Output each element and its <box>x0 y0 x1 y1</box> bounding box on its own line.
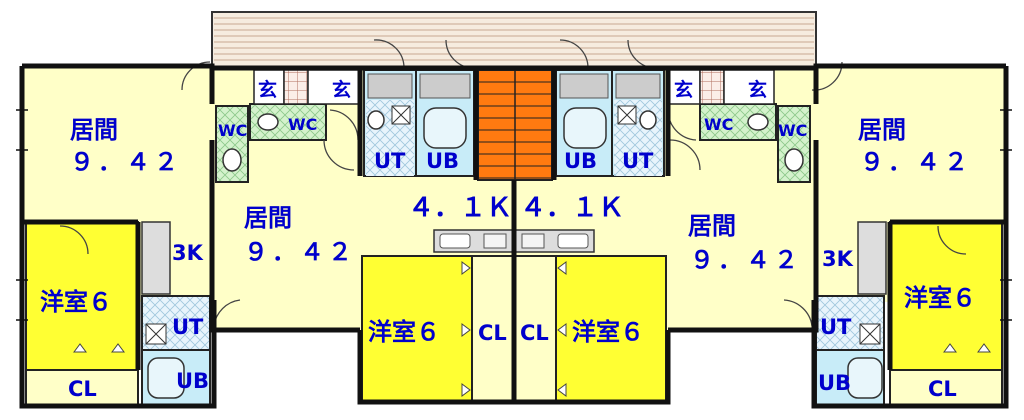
genkan-left-grid <box>283 69 309 105</box>
western-room-center-left <box>361 255 473 403</box>
label-living-size-left: ９．４２ <box>70 148 182 176</box>
label-western-right: 洋室６ <box>904 284 976 312</box>
label-kitchen-center-right: ４．１Ｋ <box>520 193 624 223</box>
label-ub-right: UB <box>818 371 851 395</box>
label-living-center-right: 居間 <box>688 212 736 240</box>
toilet-icon <box>222 110 804 172</box>
label-living-left: 居間 <box>70 116 118 144</box>
label-wc-right-b: WC <box>778 121 807 140</box>
genkan-right-grid <box>699 69 725 105</box>
label-wc-left-a: WC <box>218 121 247 140</box>
label-closet-center-right: CL <box>520 321 549 345</box>
staircase <box>477 69 553 181</box>
label-living-center-left: 居間 <box>244 204 292 232</box>
label-3k-right: 3K <box>822 247 854 271</box>
washing-machine-icon <box>145 105 881 345</box>
living-room-left <box>22 66 214 226</box>
balcony <box>211 11 817 69</box>
label-closet-center-left: CL <box>478 321 507 345</box>
closet-door-markers <box>73 261 991 397</box>
label-western-left: 洋室６ <box>40 288 112 316</box>
label-western-center-right: 洋室６ <box>572 318 644 346</box>
label-genkan-right-b: 玄 <box>748 78 767 101</box>
label-living-size-center-right: ９．４２ <box>690 246 802 274</box>
windows <box>16 109 1012 321</box>
label-living-right: 居間 <box>858 116 906 144</box>
walls <box>19 63 1009 409</box>
label-western-center-left: 洋室６ <box>368 318 440 346</box>
bathtub-icon <box>147 107 883 399</box>
kitchen-sink-right <box>857 221 887 295</box>
label-ut-center-right: UT <box>622 149 654 173</box>
label-genkan-right-a: 玄 <box>674 78 693 101</box>
label-kitchen-center-left: ４．１Ｋ <box>408 193 512 223</box>
label-3k-left: 3K <box>172 241 204 265</box>
living-room-right <box>814 66 1006 226</box>
label-ut-center-left: UT <box>374 149 406 173</box>
label-ub-left: UB <box>176 369 209 393</box>
western-room-center-right <box>555 255 667 403</box>
label-closet-right: CL <box>928 377 957 401</box>
kitchen-sink-left <box>141 221 171 295</box>
label-living-size-right: ９．４２ <box>860 148 972 176</box>
label-closet-left: CL <box>68 377 97 401</box>
label-ub-center-right: UB <box>564 149 597 173</box>
label-wc-left-b: WC <box>288 115 317 134</box>
label-living-size-center-left: ９．４２ <box>244 238 356 266</box>
closet-left <box>25 369 139 407</box>
genkan-right-b <box>723 69 775 105</box>
label-genkan-left-b: 玄 <box>332 78 351 101</box>
closet-right <box>889 369 1003 407</box>
label-ut-left: UT <box>172 315 204 339</box>
closet-center-left <box>471 255 515 403</box>
label-ut-right: UT <box>820 315 852 339</box>
label-ub-center-left: UB <box>426 149 459 173</box>
utility-right <box>815 295 885 351</box>
label-wc-right-a: WC <box>704 115 733 134</box>
label-genkan-left-a: 玄 <box>258 78 277 101</box>
